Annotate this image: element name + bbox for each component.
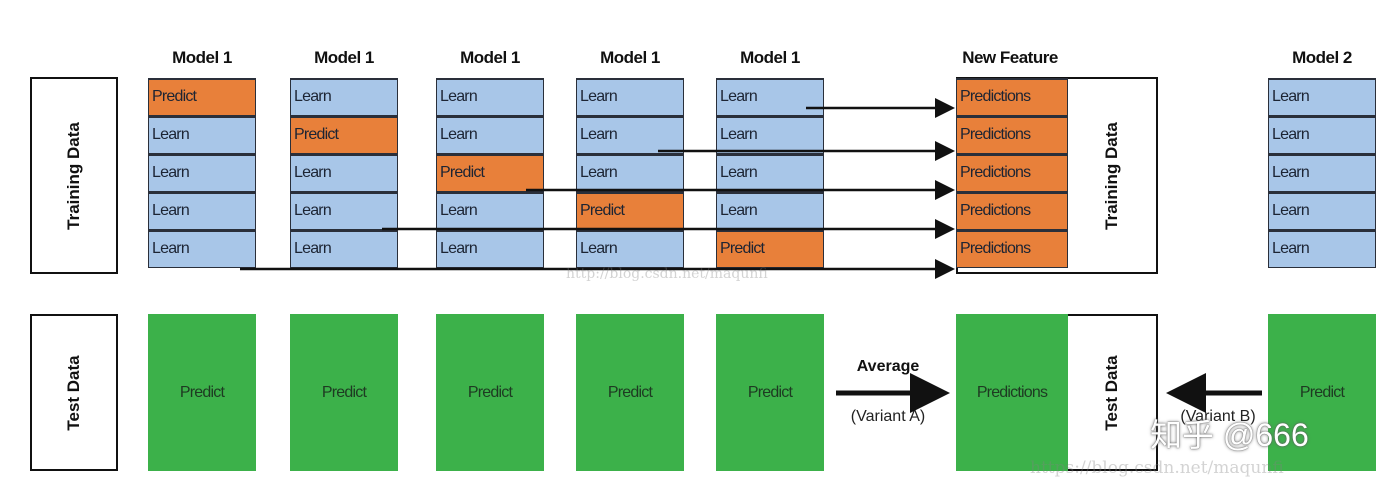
- fold-cell: Learn: [576, 116, 684, 154]
- fold-cell: Learn: [576, 230, 684, 268]
- fold-column-1: Predict Learn Learn Learn Learn: [148, 78, 256, 268]
- average-label: Average: [856, 358, 920, 375]
- model2-cell: Learn: [1268, 192, 1376, 230]
- fold-cell: Learn: [436, 230, 544, 268]
- fold-cell: Learn: [290, 78, 398, 116]
- fold-cell: Learn: [436, 116, 544, 154]
- test-data-box: Test Data: [30, 314, 118, 471]
- test-predictions-block: Predictions: [956, 314, 1068, 471]
- fold-cell: Predict: [436, 154, 544, 192]
- model1-header-3: Model 1: [460, 48, 520, 67]
- fold-cell: Learn: [436, 192, 544, 230]
- fold-cell: Predict: [716, 230, 824, 268]
- fold-cell: Learn: [290, 230, 398, 268]
- fold-cell: Learn: [716, 154, 824, 192]
- fold-cell: Learn: [148, 192, 256, 230]
- url-watermark-bottom: https://blog.csdn.net/maqunfi: [1030, 458, 1284, 478]
- model2-cell: Learn: [1268, 78, 1376, 116]
- fold-cell: Learn: [148, 154, 256, 192]
- new-feature-header: New Feature: [962, 48, 1058, 67]
- prediction-cell: Predictions: [956, 192, 1068, 230]
- training-data-box: Training Data: [30, 77, 118, 274]
- fold-column-4: Learn Learn Learn Predict Learn: [576, 78, 684, 268]
- fold-cell: Learn: [148, 230, 256, 268]
- test-predict-block-4: Predict: [576, 314, 684, 471]
- zhihu-watermark: 知乎 @666: [1150, 417, 1309, 453]
- fold-cell: Learn: [716, 78, 824, 116]
- test-predict-block-2: Predict: [290, 314, 398, 471]
- fold-cell: Predict: [148, 78, 256, 116]
- fold-cell: Learn: [148, 116, 256, 154]
- model1-header-1: Model 1: [172, 48, 232, 67]
- prediction-cell: Predictions: [956, 230, 1068, 268]
- fold-cell: Learn: [436, 78, 544, 116]
- fold-cell: Learn: [290, 192, 398, 230]
- model2-cell: Learn: [1268, 230, 1376, 268]
- fold-cell: Learn: [716, 192, 824, 230]
- test-predict-block-1: Predict: [148, 314, 256, 471]
- fold-cell: Predict: [290, 116, 398, 154]
- fold-cell: Learn: [576, 154, 684, 192]
- model2-test-predict-block: Predict: [1268, 314, 1376, 471]
- fold-column-2: Learn Predict Learn Learn Learn: [290, 78, 398, 268]
- model1-header-5: Model 1: [740, 48, 800, 67]
- fold-cell: Predict: [576, 192, 684, 230]
- model1-header-4: Model 1: [600, 48, 660, 67]
- fold-cell: Learn: [290, 154, 398, 192]
- test-predict-block-5: Predict: [716, 314, 824, 471]
- model2-cell: Learn: [1268, 116, 1376, 154]
- model2-cell: Learn: [1268, 154, 1376, 192]
- variant-a-label: (Variant A): [850, 408, 926, 425]
- url-watermark-middle: http://blog.csdn.net/maqunfi: [566, 266, 768, 282]
- fold-column-3: Learn Learn Predict Learn Learn: [436, 78, 544, 268]
- prediction-cell: Predictions: [956, 78, 1068, 116]
- model2-column: Learn Learn Learn Learn Learn: [1268, 78, 1376, 268]
- fold-cell: Learn: [576, 78, 684, 116]
- model2-header: Model 2: [1292, 48, 1352, 67]
- model1-header-2: Model 1: [314, 48, 374, 67]
- new-feature-column: Predictions Predictions Predictions Pred…: [956, 78, 1068, 268]
- test-predict-block-3: Predict: [436, 314, 544, 471]
- fold-cell: Learn: [716, 116, 824, 154]
- prediction-cell: Predictions: [956, 116, 1068, 154]
- fold-column-5: Learn Learn Learn Learn Predict: [716, 78, 824, 268]
- prediction-cell: Predictions: [956, 154, 1068, 192]
